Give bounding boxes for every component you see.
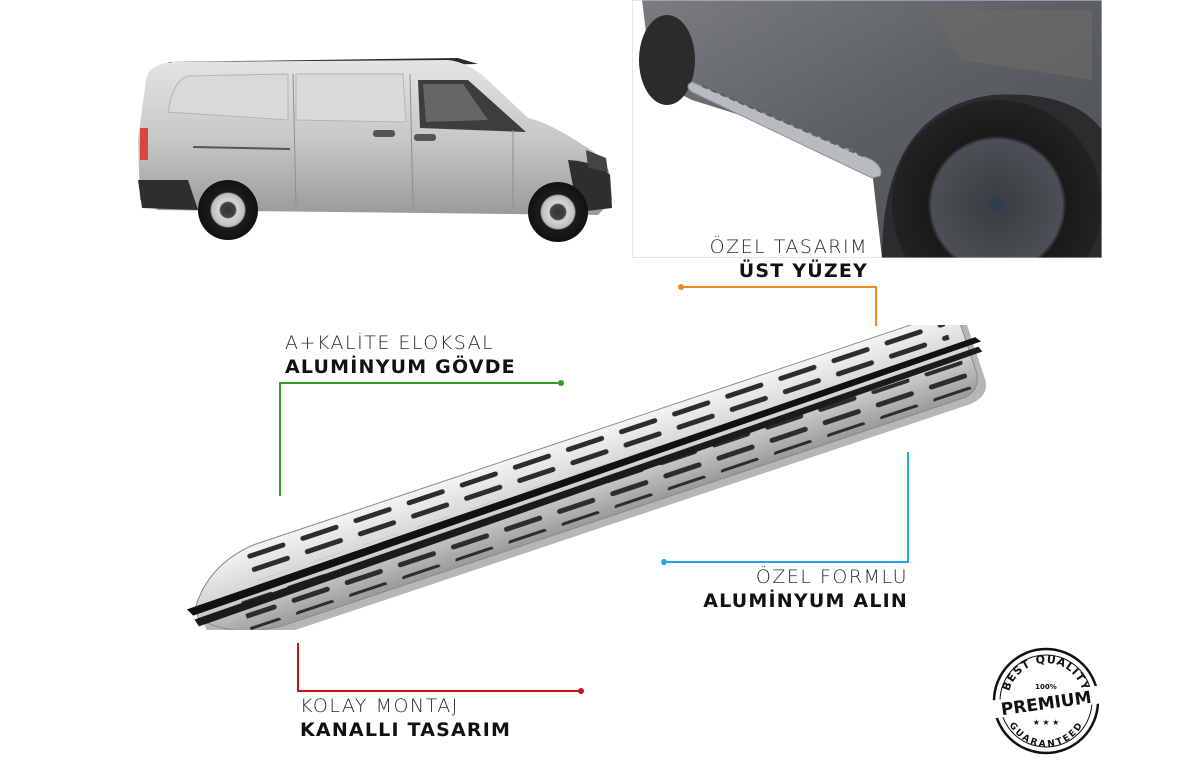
premium-quality-badge: BEST QUALITY 100% PREMIUM ★ ★ ★ GUARANTE…	[990, 645, 1102, 757]
running-board-image	[180, 325, 1010, 630]
badge-percent-text: 100%	[1035, 683, 1057, 691]
callout-body-line1: A+KALİTE ELOKSAL	[285, 332, 495, 354]
callout-body-line2: ALUMİNYUM GÖVDE	[285, 356, 516, 378]
callout-line-orange-h	[681, 286, 877, 288]
callout-body: A+KALİTE ELOKSAL ALUMİNYUM GÖVDE	[285, 332, 516, 378]
callout-mounting: KOLAY MONTAJ KANALLI TASARIM	[300, 695, 511, 741]
callout-mounting-line2: KANALLI TASARIM	[300, 719, 512, 741]
callout-line-red-h	[297, 690, 581, 692]
callout-dot-green	[558, 380, 564, 386]
callout-line-red-v	[297, 643, 299, 692]
callout-mounting-line1: KOLAY MONTAJ	[300, 695, 459, 717]
badge-stars: ★ ★ ★	[1033, 718, 1060, 727]
callout-dot-blue	[661, 559, 667, 565]
callout-front: ÖZEL FORMLU ALUMİNYUM ALIN	[640, 566, 908, 612]
callout-line-blue-v	[907, 452, 909, 563]
callout-line-orange-v	[875, 286, 877, 326]
callout-line-green-h	[279, 382, 561, 384]
installed-running-board-photo	[632, 0, 1102, 258]
callout-dot-orange	[678, 284, 684, 290]
badge-main-text: PREMIUM	[1000, 688, 1093, 720]
van-image	[128, 50, 628, 245]
callout-line-blue-h	[664, 561, 909, 563]
callout-top-surface-line1: ÖZEL TASARIM	[709, 236, 868, 258]
callout-top-surface: ÖZEL TASARIM ÜST YÜZEY	[640, 236, 868, 282]
callout-front-line2: ALUMİNYUM ALIN	[703, 590, 908, 612]
callout-dot-red	[578, 688, 584, 694]
callout-top-surface-line2: ÜST YÜZEY	[738, 260, 868, 282]
callout-front-line1: ÖZEL FORMLU	[755, 566, 908, 588]
callout-line-green-v	[279, 382, 281, 496]
